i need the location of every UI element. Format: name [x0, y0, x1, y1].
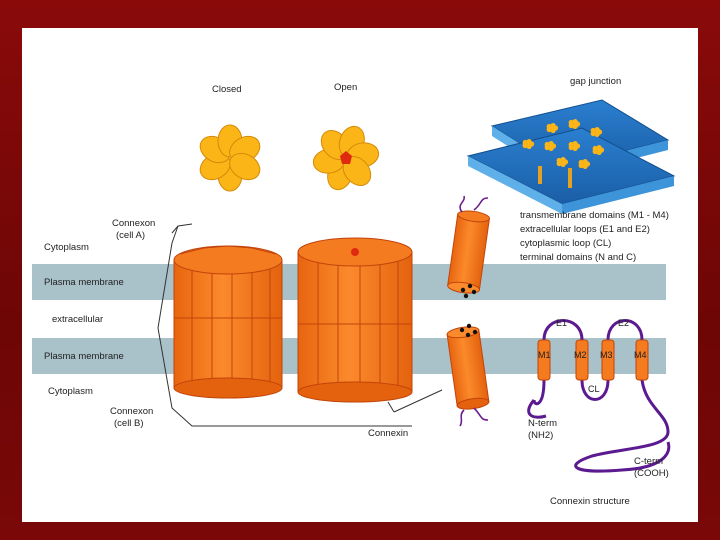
- gap-junction-connexon: [544, 141, 550, 148]
- gap-junction-connexon: [592, 145, 598, 152]
- gap-junction-connexon: [550, 123, 556, 129]
- label-extracellular: extracellular: [52, 314, 103, 325]
- label-m3: M3: [600, 350, 613, 360]
- gap-junction-connexon: [522, 139, 528, 146]
- label-cytoplasm-top: Cytoplasm: [44, 242, 89, 253]
- connexin-pair: [387, 195, 490, 427]
- gap-junction-connexon: [596, 145, 602, 151]
- legend-item-terminal-domains: terminal domains (N and C): [520, 252, 636, 263]
- connexin-topology: [527, 319, 671, 473]
- gap-junction-connexon: [560, 161, 566, 167]
- gap-junction-connexon: [556, 157, 562, 164]
- gap-junction-connexon: [582, 163, 588, 169]
- gap-junction-connexon: [572, 141, 578, 147]
- gap-junction-connexon: [526, 143, 532, 149]
- gap-junction-connexon: [572, 123, 578, 129]
- connexon-stack-left: [173, 245, 283, 399]
- label-connexin: Connexin: [368, 428, 408, 439]
- gap-junction-connexon: [546, 123, 552, 130]
- gap-junction-connexon: [578, 159, 584, 166]
- closed-connexon-top-view: [199, 124, 261, 192]
- label-connexon-b-line1: Connexon: [110, 406, 153, 417]
- gap-junction-connexon: [594, 131, 600, 137]
- connexon-a-bracket: [157, 223, 193, 329]
- connexon-b-bracket: [157, 327, 412, 427]
- label-e2: E2: [618, 318, 629, 328]
- gap-junction-connexon: [568, 119, 574, 126]
- gap-junction-connexon: [548, 145, 554, 151]
- gap-junction-diagram: Closed Open gap junction Connexon (cell …: [32, 76, 676, 507]
- label-open: Open: [334, 82, 357, 93]
- label-cl: CL: [588, 384, 600, 394]
- label-m4: M4: [634, 350, 647, 360]
- connexon-stack-middle: [297, 237, 413, 403]
- legend-item-cytoplasmic-loop: cytoplasmic loop (CL): [520, 238, 611, 249]
- label-closed: Closed: [212, 84, 242, 95]
- gap-junction-connexon: [572, 119, 578, 125]
- gap-junction-connexon: [548, 141, 554, 147]
- gap-junction-illustration: [466, 99, 676, 214]
- label-connexon-b-line2: (cell B): [114, 418, 144, 429]
- label-gap-junction: gap junction: [570, 76, 621, 87]
- gap-junction-connexon: [582, 159, 588, 165]
- gap-junction-connexon: [550, 127, 556, 133]
- slide: Closed Open gap junction Connexon (cell …: [22, 28, 698, 522]
- label-connexon-a-line2: (cell A): [116, 230, 145, 241]
- gap-junction-connexon: [572, 145, 578, 151]
- gap-junction-connexon: [560, 157, 566, 163]
- label-plasma-membrane-bottom: Plasma membrane: [44, 351, 124, 362]
- label-plasma-membrane-top: Plasma membrane: [44, 277, 124, 288]
- legend-item-extracellular-loops: extracellular loops (E1 and E2): [520, 224, 650, 235]
- label-cytoplasm-bottom: Cytoplasm: [48, 386, 93, 397]
- gap-junction-connexon: [568, 141, 574, 148]
- open-connexon-top-view: [312, 125, 380, 191]
- label-m1: M1: [538, 350, 551, 360]
- gap-junction-connexon: [526, 139, 532, 145]
- label-e1: E1: [556, 318, 567, 328]
- label-cterm-line2: (COOH): [634, 468, 669, 479]
- label-connexon-a-line1: Connexon: [112, 218, 155, 229]
- label-nterm-line1: N-term: [528, 418, 557, 429]
- gap-junction-connexon: [590, 127, 596, 134]
- gap-junction-connexon: [596, 149, 602, 155]
- label-connexin-structure: Connexin structure: [550, 496, 630, 507]
- label-cterm-line1: C-term: [634, 456, 663, 467]
- gap-junction-connexon: [594, 127, 600, 133]
- label-m2: M2: [574, 350, 587, 360]
- connexin-subunit: [229, 152, 261, 181]
- label-nterm-line2: (NH2): [528, 430, 553, 441]
- legend-item-transmembrane: transmembrane domains (M1 - M4): [520, 210, 669, 221]
